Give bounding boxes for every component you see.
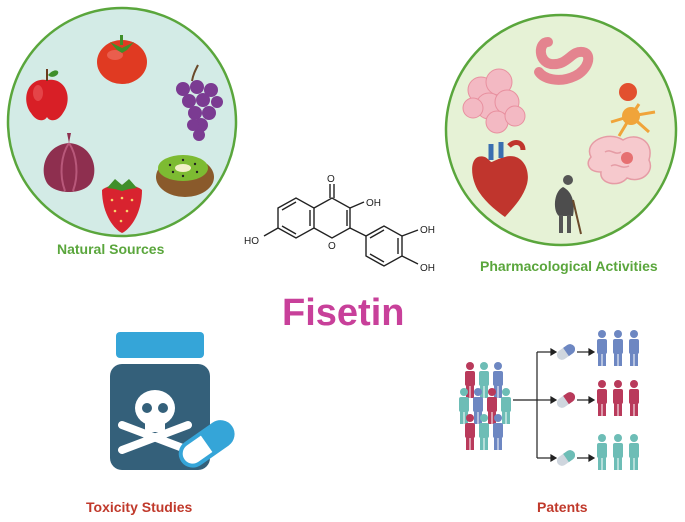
pharmacological-activities-label: Pharmacological Activities [480, 258, 658, 274]
elderly-person-icon [554, 175, 582, 235]
patents-panel [455, 328, 655, 478]
strawberry-icon [102, 179, 142, 233]
natural-sources-panel [5, 5, 239, 239]
heart-icon [472, 140, 528, 217]
skull-crossbones-icon [118, 390, 192, 454]
tumor-cells-icon [462, 68, 526, 134]
hydroxyl-7-label: HO [244, 236, 259, 247]
patents-label: Patents [537, 499, 588, 515]
capsule-icon [178, 420, 235, 468]
onion-icon [43, 133, 95, 192]
mixed-population-icon [459, 362, 511, 450]
ring-oxygen-label: O [328, 241, 336, 252]
grapes-icon [176, 64, 223, 141]
fisetin-structure: O OH HO O OH OH [238, 170, 448, 295]
hydroxyl-3prime-label: OH [420, 225, 435, 236]
responder-group-teal-icon [597, 434, 639, 470]
pill-icon [556, 344, 576, 466]
kiwi-icon [156, 155, 214, 197]
stomach-icon [534, 37, 594, 85]
brain-icon [587, 135, 652, 185]
toxicity-studies-label: Toxicity Studies [86, 499, 193, 515]
tomato-icon [97, 35, 147, 84]
hydroxyl-4prime-label: OH [420, 263, 435, 274]
responder-group-blue-icon [597, 330, 639, 366]
toxicity-bottle-panel [100, 330, 240, 480]
oxo-label: O [327, 174, 335, 185]
pharmacological-activities-panel [443, 12, 679, 248]
natural-sources-label: Natural Sources [57, 241, 165, 257]
hydroxyl-3-label: OH [366, 198, 381, 209]
apple-icon [26, 69, 68, 121]
neuron-cell-icon [610, 83, 656, 137]
responder-group-red-icon [597, 380, 639, 416]
page-title: Fisetin [282, 292, 405, 334]
